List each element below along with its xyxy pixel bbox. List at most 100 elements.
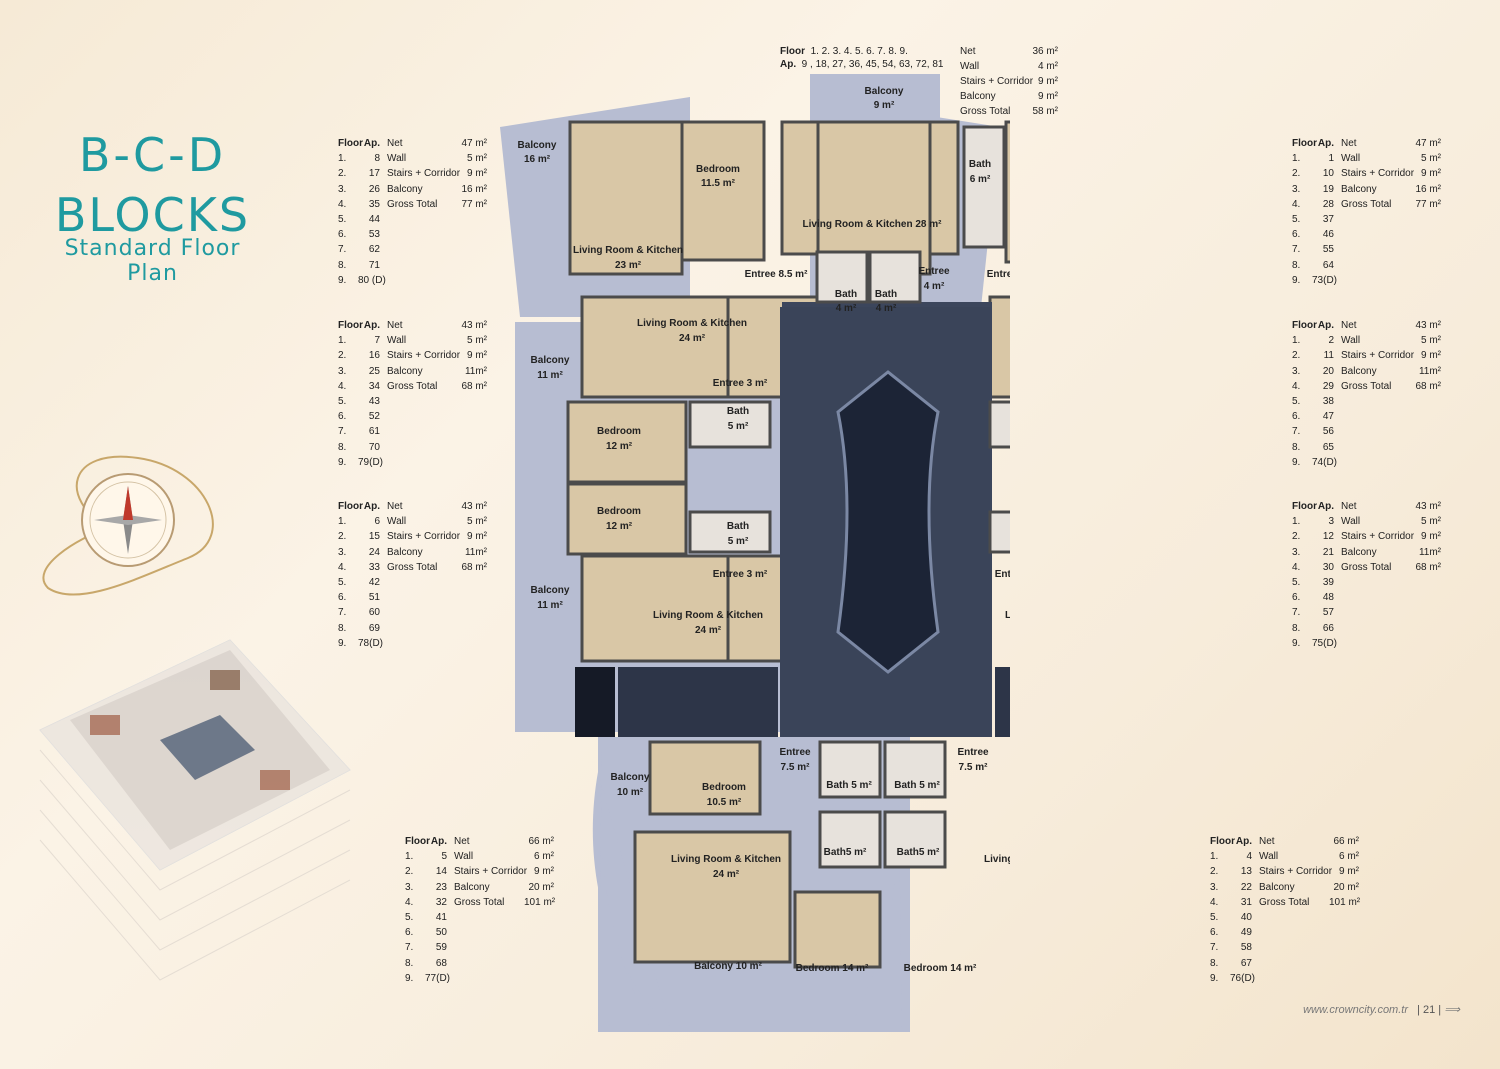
apartment-number: 11 [1323,350,1334,362]
label-balcony: Balcony [531,355,570,366]
apartment-number: 16 [368,350,380,362]
header-row-label: Balcony [960,91,996,102]
apartment-number: 68 [435,957,447,969]
floor-header: Floor [338,138,363,149]
apartment-number: 44 [368,213,380,225]
header-row-label: Gross Total [960,106,1011,117]
floor-number: 5. [1292,576,1301,588]
apartment-number: 41 [435,911,447,923]
label-entree: Entree [779,747,811,758]
floor-number: 7. [1210,942,1219,954]
area-value: 77 m² [1415,198,1441,210]
floor-number: 3. [405,881,414,893]
area-label: Wall [387,516,407,528]
apartment-number: 79(D) [358,456,384,468]
area-value: 11m² [1418,546,1441,558]
floor-number: 9. [338,274,347,286]
floor-number: 1. [1292,335,1301,347]
ap-header: Ap. [1317,320,1334,331]
label-area: 5 m² [728,421,749,432]
area-value: 68 m² [461,561,487,573]
floor-header: Floor [1210,836,1235,847]
floor-number: 3. [338,183,347,195]
label-area: 23 m² [615,260,642,271]
floor-number: 1. [405,851,414,863]
floor-header: Floor [405,836,430,847]
area-value: 9 m² [1421,350,1441,362]
area-value: 9 m² [467,531,487,543]
label-entree: Entree 3 m² [713,378,768,389]
area-label: Wall [1341,153,1361,165]
floor-number: 9. [338,456,347,468]
area-label: Wall [387,153,407,165]
ap-header: Ap. [1317,138,1334,149]
area-value: 43 m² [1415,320,1441,331]
label-bedroom: Bedroom [696,164,740,175]
area-value: 66 m² [528,836,554,847]
floor-number: 7. [338,244,347,256]
footer-url[interactable]: www.crowncity.com.tr [1303,1004,1408,1016]
label-area: 24 m² [679,333,706,344]
floor-number: 1. [338,153,347,165]
compass-icon [42,455,214,596]
area-label: Gross Total [1341,380,1392,392]
label-area: 11 m² [537,370,563,381]
label-area: 7.5 m² [781,762,811,773]
label-bedroom: Bedroom 14 m² [796,963,869,974]
apartment-number: 57 [1322,607,1334,619]
floor-number: 1. [338,516,347,528]
area-value: 5 m² [467,335,487,347]
next-page-arrow-icon[interactable]: ⟹ [1444,1004,1460,1016]
floor-number: 1. [1292,516,1301,528]
apartment-number: 2 [1328,335,1334,347]
apartment-number: 38 [1322,395,1334,407]
isometric-building-image [39,639,351,981]
label-living: Living Room & Kitchen [1005,610,1010,621]
apartment-number: 23 [435,881,447,893]
area-value: 5 m² [467,153,487,165]
title-blocks: BLOCKS [54,188,251,242]
floor-number: 8. [1292,441,1301,453]
label-balcony: Balcony [518,140,557,151]
area-value: 43 m² [461,320,487,331]
area-label: Net [387,320,403,331]
area-label: Net [1341,320,1357,331]
area-label: Balcony [1341,183,1377,195]
header-floor-label: Floor [780,46,805,57]
floor-number: 2. [1292,531,1301,543]
label-area: 11 m² [537,600,563,611]
label-area: 4 m² [924,281,945,292]
apartment-number: 7 [374,335,380,347]
floor-number: 1. [338,335,347,347]
apartment-number: 75(D) [1312,637,1338,649]
area-label: Balcony [387,546,423,558]
apartment-number: 60 [368,607,380,619]
label-bath: Bath [727,521,749,532]
area-label: Net [1341,501,1357,512]
floor-number: 5. [338,576,347,588]
label-entree: Entree [918,266,950,277]
apartment-number: 55 [1322,244,1334,256]
courtyard-void [836,370,940,674]
apartment-number: 42 [368,576,380,588]
floor-number: 8. [1210,957,1219,969]
apartment-number: 76(D) [1230,972,1256,984]
apartment-number: 32 [435,896,447,908]
label-bath: Bath5 m² [897,847,940,858]
label-bath: Bath 5 m² [894,780,940,791]
floor-number: 3. [338,546,347,558]
apartment-number: 56 [1322,426,1334,438]
area-value: 43 m² [461,501,487,512]
label-area: 4 m² [836,303,857,314]
area-value: 6 m² [534,851,554,863]
label-bedroom: Bedroom 14 m² [904,963,977,974]
area-label: Gross Total [387,561,438,573]
area-label: Stairs + Corridor [387,168,461,180]
floor-header: Floor [338,501,363,512]
